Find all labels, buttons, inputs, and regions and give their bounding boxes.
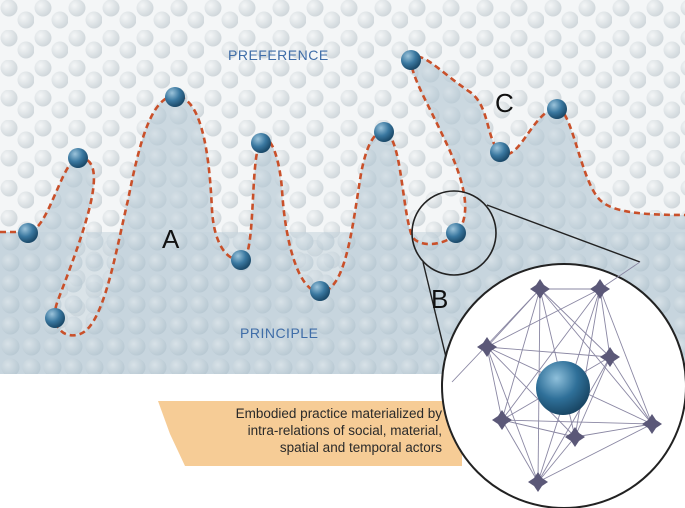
preference-label: PREFERENCE [228,47,329,63]
caption-line-1: Embodied practice materialized by [235,406,442,421]
actor-ball [374,122,394,142]
actor-ball [251,133,271,153]
actor-ball [68,148,88,168]
actor-ball [446,223,466,243]
actor-ball [401,50,421,70]
caption-text: Embodied practice materialized by intra-… [160,400,450,467]
label-b: B [431,284,449,314]
actor-ball [45,308,65,328]
label-a: A [162,224,180,254]
network-node [528,472,548,492]
actor-ball [165,87,185,107]
network-node [530,279,550,299]
actor-ball [310,281,330,301]
principle-label: PRINCIPLE [240,325,319,341]
label-c: C [495,88,514,118]
network-node [600,347,620,367]
zoomed-network [441,261,685,508]
caption-banner [158,401,462,466]
network-node [492,410,512,430]
network-node [477,337,497,357]
central-actor-ball [536,361,590,415]
network-node [642,414,662,434]
network-node [590,279,610,299]
actor-ball [547,99,567,119]
zoom-source-circle [411,190,497,276]
caption-line-2: intra-relations of social, material, [247,423,442,438]
caption-line-3: spatial and temporal actors [279,440,442,455]
actor-ball [490,142,510,162]
network-node [565,427,585,447]
actor-ball [18,223,38,243]
actor-balls [18,50,567,328]
actor-ball [231,250,251,270]
